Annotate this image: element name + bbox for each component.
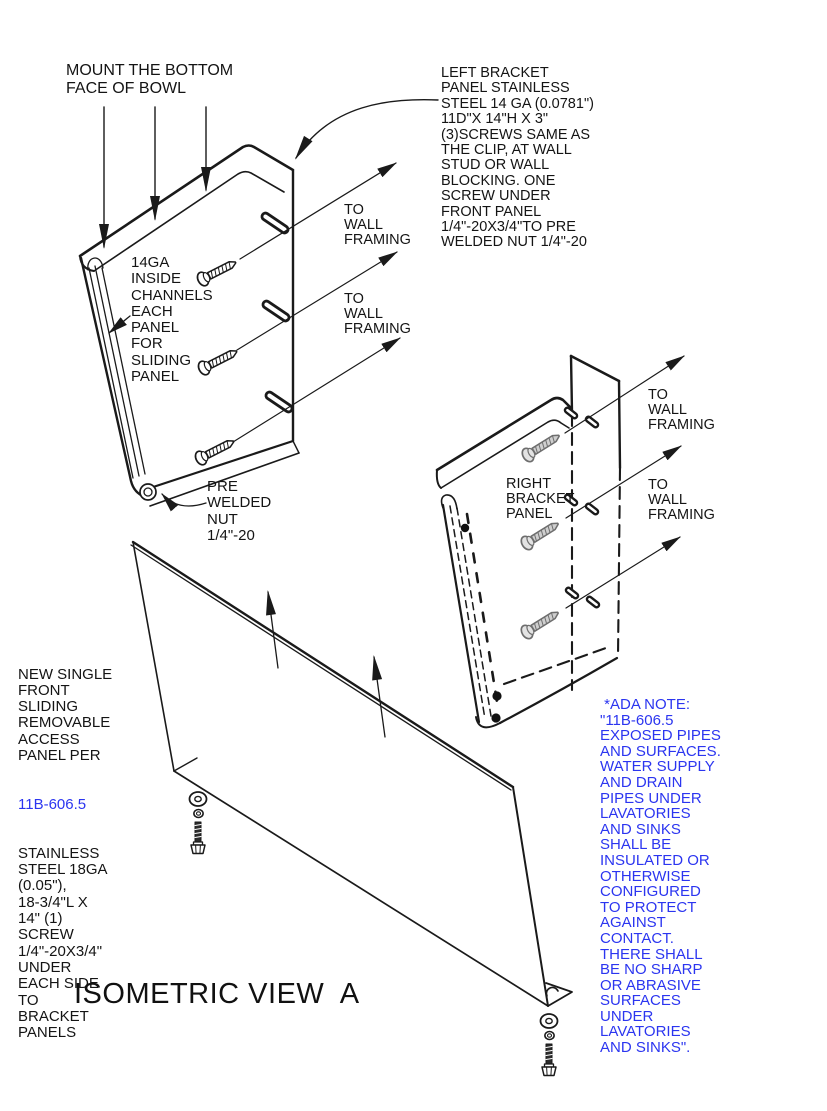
screw-icon — [518, 516, 563, 553]
ada-note: *ADA NOTE: "11B-606.5 EXPOSED PIPES AND … — [600, 696, 721, 1057]
slide-direction-arrow — [372, 655, 386, 738]
front-panel-note-text: NEW SINGLE FRONT SLIDING REMOVABLE ACCES… — [18, 665, 113, 765]
leader-arrows — [99, 99, 685, 609]
pre-welded-nut-note: PRE WELDED NUT 1/4"-20 — [207, 478, 272, 544]
front-sliding-panel — [130, 540, 573, 1077]
left-bracket-note: LEFT BRACKET PANEL STAINLESS STEEL 14 GA… — [441, 65, 594, 251]
right-bracket-panel — [435, 354, 622, 729]
slide-direction-arrow — [266, 590, 279, 669]
front-panel-note: NEW SINGLE FRONT SLIDING REMOVABLE ACCES… — [18, 634, 112, 1058]
to-wall-framing-label: TO WALL FRAMING — [344, 202, 411, 248]
hole-dot — [460, 523, 470, 533]
front-panel-note-text: STAINLESS STEEL 18GA (0.05"), 18-3/4"L X… — [18, 844, 108, 1042]
inside-channel-lines — [87, 257, 146, 479]
view-title: ISOMETRIC VIEW A — [74, 978, 360, 1010]
to-wall-framing-label: TO WALL FRAMING — [344, 291, 411, 337]
corner-tab — [545, 982, 573, 1007]
bolt-assembly-icon — [188, 791, 208, 855]
hole-dot — [491, 713, 501, 723]
bolt-assembly-icon — [539, 1013, 559, 1077]
to-wall-framing-label: TO WALL FRAMING — [648, 387, 715, 433]
right-bracket-label: RIGHT BRACKET PANEL — [506, 476, 575, 522]
wall-slots — [563, 406, 601, 609]
code-reference-link: 11B-606.5 — [18, 795, 87, 813]
screw-icon — [518, 605, 563, 642]
wall-slots — [260, 211, 294, 414]
to-wall-framing-label: TO WALL FRAMING — [648, 477, 715, 523]
pre-welded-nut-icon — [139, 483, 157, 501]
hole-dot — [492, 691, 502, 701]
inside-channel-lines — [440, 494, 500, 724]
inside-channels-note: 14GA INSIDE CHANNELS EACH PANEL FOR SLID… — [131, 254, 213, 386]
mount-bottom-face-note: MOUNT THE BOTTOM FACE OF BOWL — [66, 62, 234, 97]
